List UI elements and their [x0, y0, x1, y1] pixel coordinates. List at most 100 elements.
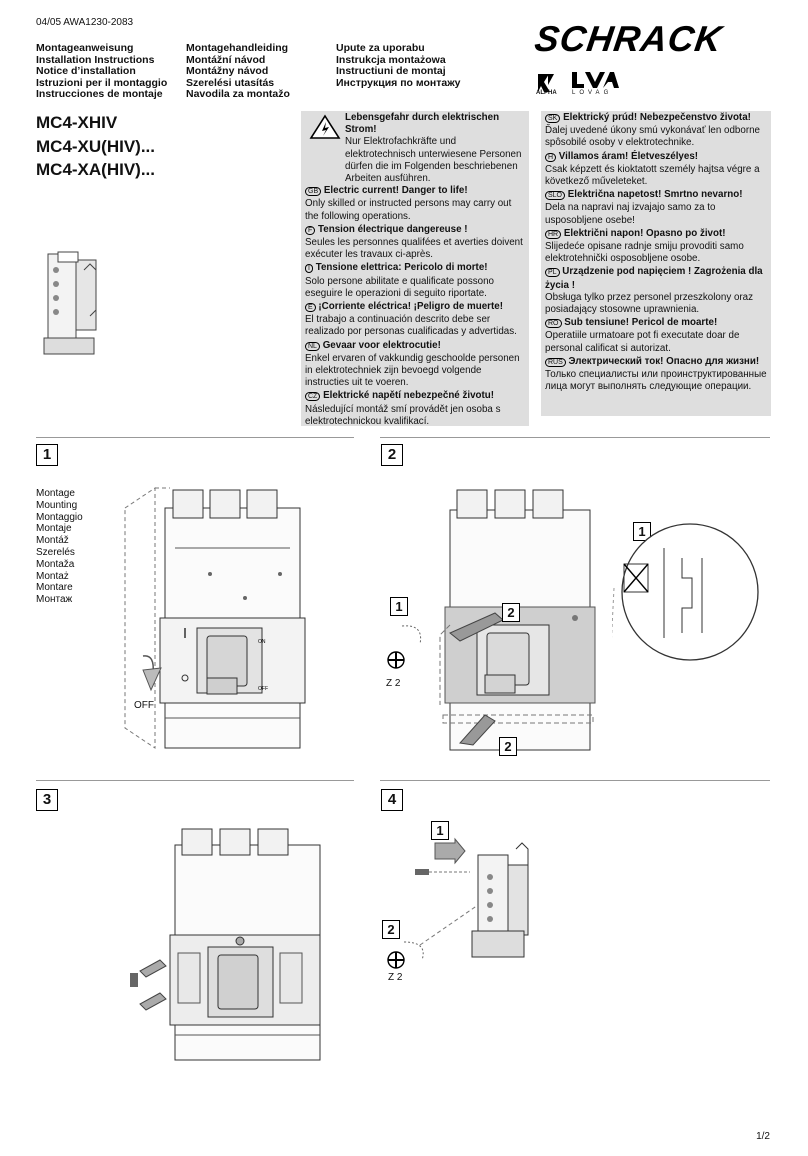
language-title: Instrukcja montażowa: [336, 53, 446, 66]
country-code-badge: F: [305, 225, 316, 235]
language-title: Инструкция по монтажу: [336, 76, 461, 89]
country-code-badge: SK: [545, 114, 561, 123]
language-title: Upute za uporabu: [336, 42, 425, 54]
country-code-badge: NL: [305, 341, 320, 351]
language-title: Instructiuni de montaj: [336, 65, 446, 77]
language-title: Istruzioni per il montaggio: [36, 76, 168, 89]
language-title: Installation Instructions: [36, 53, 155, 66]
svg-text:OFF: OFF: [258, 686, 268, 692]
warning-title: Electric current! Danger to life!: [323, 185, 468, 197]
step-divider: [380, 437, 770, 438]
model-name: MC4-XHIV: [36, 113, 118, 132]
language-title: Szerelési utasítás: [186, 76, 275, 89]
warning-text: Dela na napravi naj izvajajo samo za to …: [545, 202, 716, 226]
mounting-label: Montáž: [36, 535, 69, 547]
alpha-icon: [538, 74, 554, 92]
step-divider: [36, 780, 354, 781]
warning-title: Gevaar voor elektrocutie!: [322, 339, 441, 351]
warning-title: Električna napetost! Smrtno nevarno!: [567, 189, 743, 201]
step-divider: [36, 437, 354, 438]
mounting-label-list: Montage Mounting Montaggio Montaje Montá…: [36, 488, 83, 606]
warning-text: Ďalej uvedené úkony smú vykonávať len od…: [545, 125, 760, 149]
step-2-detail-magnifier: [612, 523, 759, 661]
product-thumbnail-image: [43, 251, 97, 355]
lovag-cert-logo: LOVAG: [570, 70, 620, 100]
warning-title: Электрический ток! Опасно для жизни!: [568, 355, 760, 367]
page-number: 1/2: [756, 1131, 770, 1142]
country-code-badge: RUS: [545, 357, 566, 367]
country-code-badge: RO: [545, 319, 562, 329]
step-2-sub-1: 1: [390, 597, 408, 616]
warning-text: Slijedeće opisane radnje smiju provoditi…: [545, 241, 744, 265]
model-name: MC4-XU(HIV)...: [36, 137, 155, 156]
step-2-detail-number: 1: [633, 522, 651, 541]
warning-text: Enkel ervaren of vakkundig geschoolde pe…: [305, 352, 520, 389]
language-title: Montagehandleiding: [186, 42, 289, 54]
language-title: Montageanweisung: [36, 42, 134, 54]
country-code-badge: I: [305, 264, 313, 274]
tool-size-label: Z 2: [388, 972, 403, 983]
warning-title: Urządzenie pod napięciem ! Zagrożenia dl…: [545, 266, 763, 291]
alpha-label: ALPHA: [536, 90, 557, 96]
languages-column-2: Montagehandleiding Montážní návod Montáž…: [186, 42, 290, 101]
warning-title: Elektrický prúd! Nebezpečenstvo života!: [563, 112, 751, 123]
languages-column-3: Upute za uporabu Instrukcja montażowa In…: [336, 42, 461, 89]
schrack-logo: SCHRACK: [532, 18, 725, 59]
mounting-label: Montaža: [36, 558, 75, 570]
mounting-label: Montaggio: [36, 511, 83, 523]
step-2-number: 2: [381, 444, 403, 466]
step-2-cover-removal-illustration: [439, 489, 596, 751]
warning-box-left: Lebensgefahr durch elektrischen Strom!Nu…: [301, 111, 529, 427]
warning-title: Tensione elettrica: Pericolo di morte!: [315, 262, 488, 274]
document-reference: 04/05 AWA1230-2083: [36, 17, 134, 28]
screwdriver-rotation-icon: [387, 941, 424, 969]
language-title: Montážny návod: [186, 65, 269, 77]
lovag-label: LOVAG: [572, 90, 613, 96]
step-2-sub-2b: 2: [499, 737, 517, 756]
step-divider: [380, 780, 770, 781]
country-code-badge: SLO: [545, 191, 566, 201]
warning-text: Nur Elektrofachkräfte und elektrotechnis…: [345, 136, 522, 185]
warning-title: Električni napon! Opasno po život!: [563, 227, 726, 239]
warning-text: El trabajo a continuación descrito debe …: [305, 314, 517, 338]
country-code-badge: HR: [545, 229, 562, 239]
warning-title: Elektrické napětí nebezpečné životu!: [323, 390, 495, 402]
warning-text: Operatiile urmatoare pot fi executate do…: [545, 330, 740, 354]
off-label: OFF: [134, 700, 154, 711]
alpha-cert-logo: ALPHA: [535, 70, 565, 100]
step-3-breaker-illustration: [130, 828, 321, 1061]
warning-title: ¡Corriente eléctrica! ¡Peligro de muerte…: [318, 301, 503, 313]
step-1-number: 1: [36, 444, 58, 466]
warning-text: Seules les personnes qualifées et averti…: [305, 237, 523, 261]
model-name: MC4-XA(HIV)...: [36, 160, 155, 179]
step-1-breaker-illustration: ON OFF: [124, 487, 306, 749]
language-title: Notice d’installation: [36, 65, 136, 77]
mounting-label: Montaje: [36, 523, 72, 535]
language-title: Montážní návod: [186, 53, 266, 66]
country-code-badge: H: [545, 152, 557, 162]
country-code-badge: E: [305, 303, 316, 313]
warning-text: Solo persone abilitate e qualificate pos…: [305, 275, 494, 299]
mounting-label: Montage: [36, 488, 75, 499]
step-2-sub-2: 2: [502, 603, 520, 622]
svg-text:ON: ON: [258, 639, 266, 645]
step-4-release-module-illustration: [415, 837, 529, 958]
step-4-number: 4: [381, 789, 403, 811]
mounting-label: Montare: [36, 582, 73, 594]
mounting-label: Монтаж: [36, 594, 73, 606]
lovag-icon: [572, 72, 619, 88]
mounting-label: Mounting: [36, 499, 78, 511]
country-code-badge: PL: [545, 268, 560, 278]
country-code-badge: GB: [305, 187, 322, 197]
step-4-sub-1: 1: [431, 821, 449, 840]
warning-text: Only skilled or instructed persons may c…: [305, 198, 512, 222]
warning-title: Lebensgefahr durch elektrischen Strom!: [345, 112, 500, 136]
warning-text: Csak képzett és kioktatott személy hajts…: [545, 163, 760, 188]
warning-title: Villamos áram! Életveszélyes!: [558, 150, 699, 162]
warning-text: Následující montáž smí provádět jen osob…: [305, 403, 501, 427]
warning-title: Sub tensiune! Pericol de moarte!: [564, 317, 718, 329]
country-code-badge: CZ: [305, 392, 321, 402]
languages-column-1: Montageanweisung Installation Instructio…: [36, 42, 168, 101]
language-title: Instrucciones de montaje: [36, 88, 163, 100]
mounting-label: Szerelés: [36, 546, 75, 558]
